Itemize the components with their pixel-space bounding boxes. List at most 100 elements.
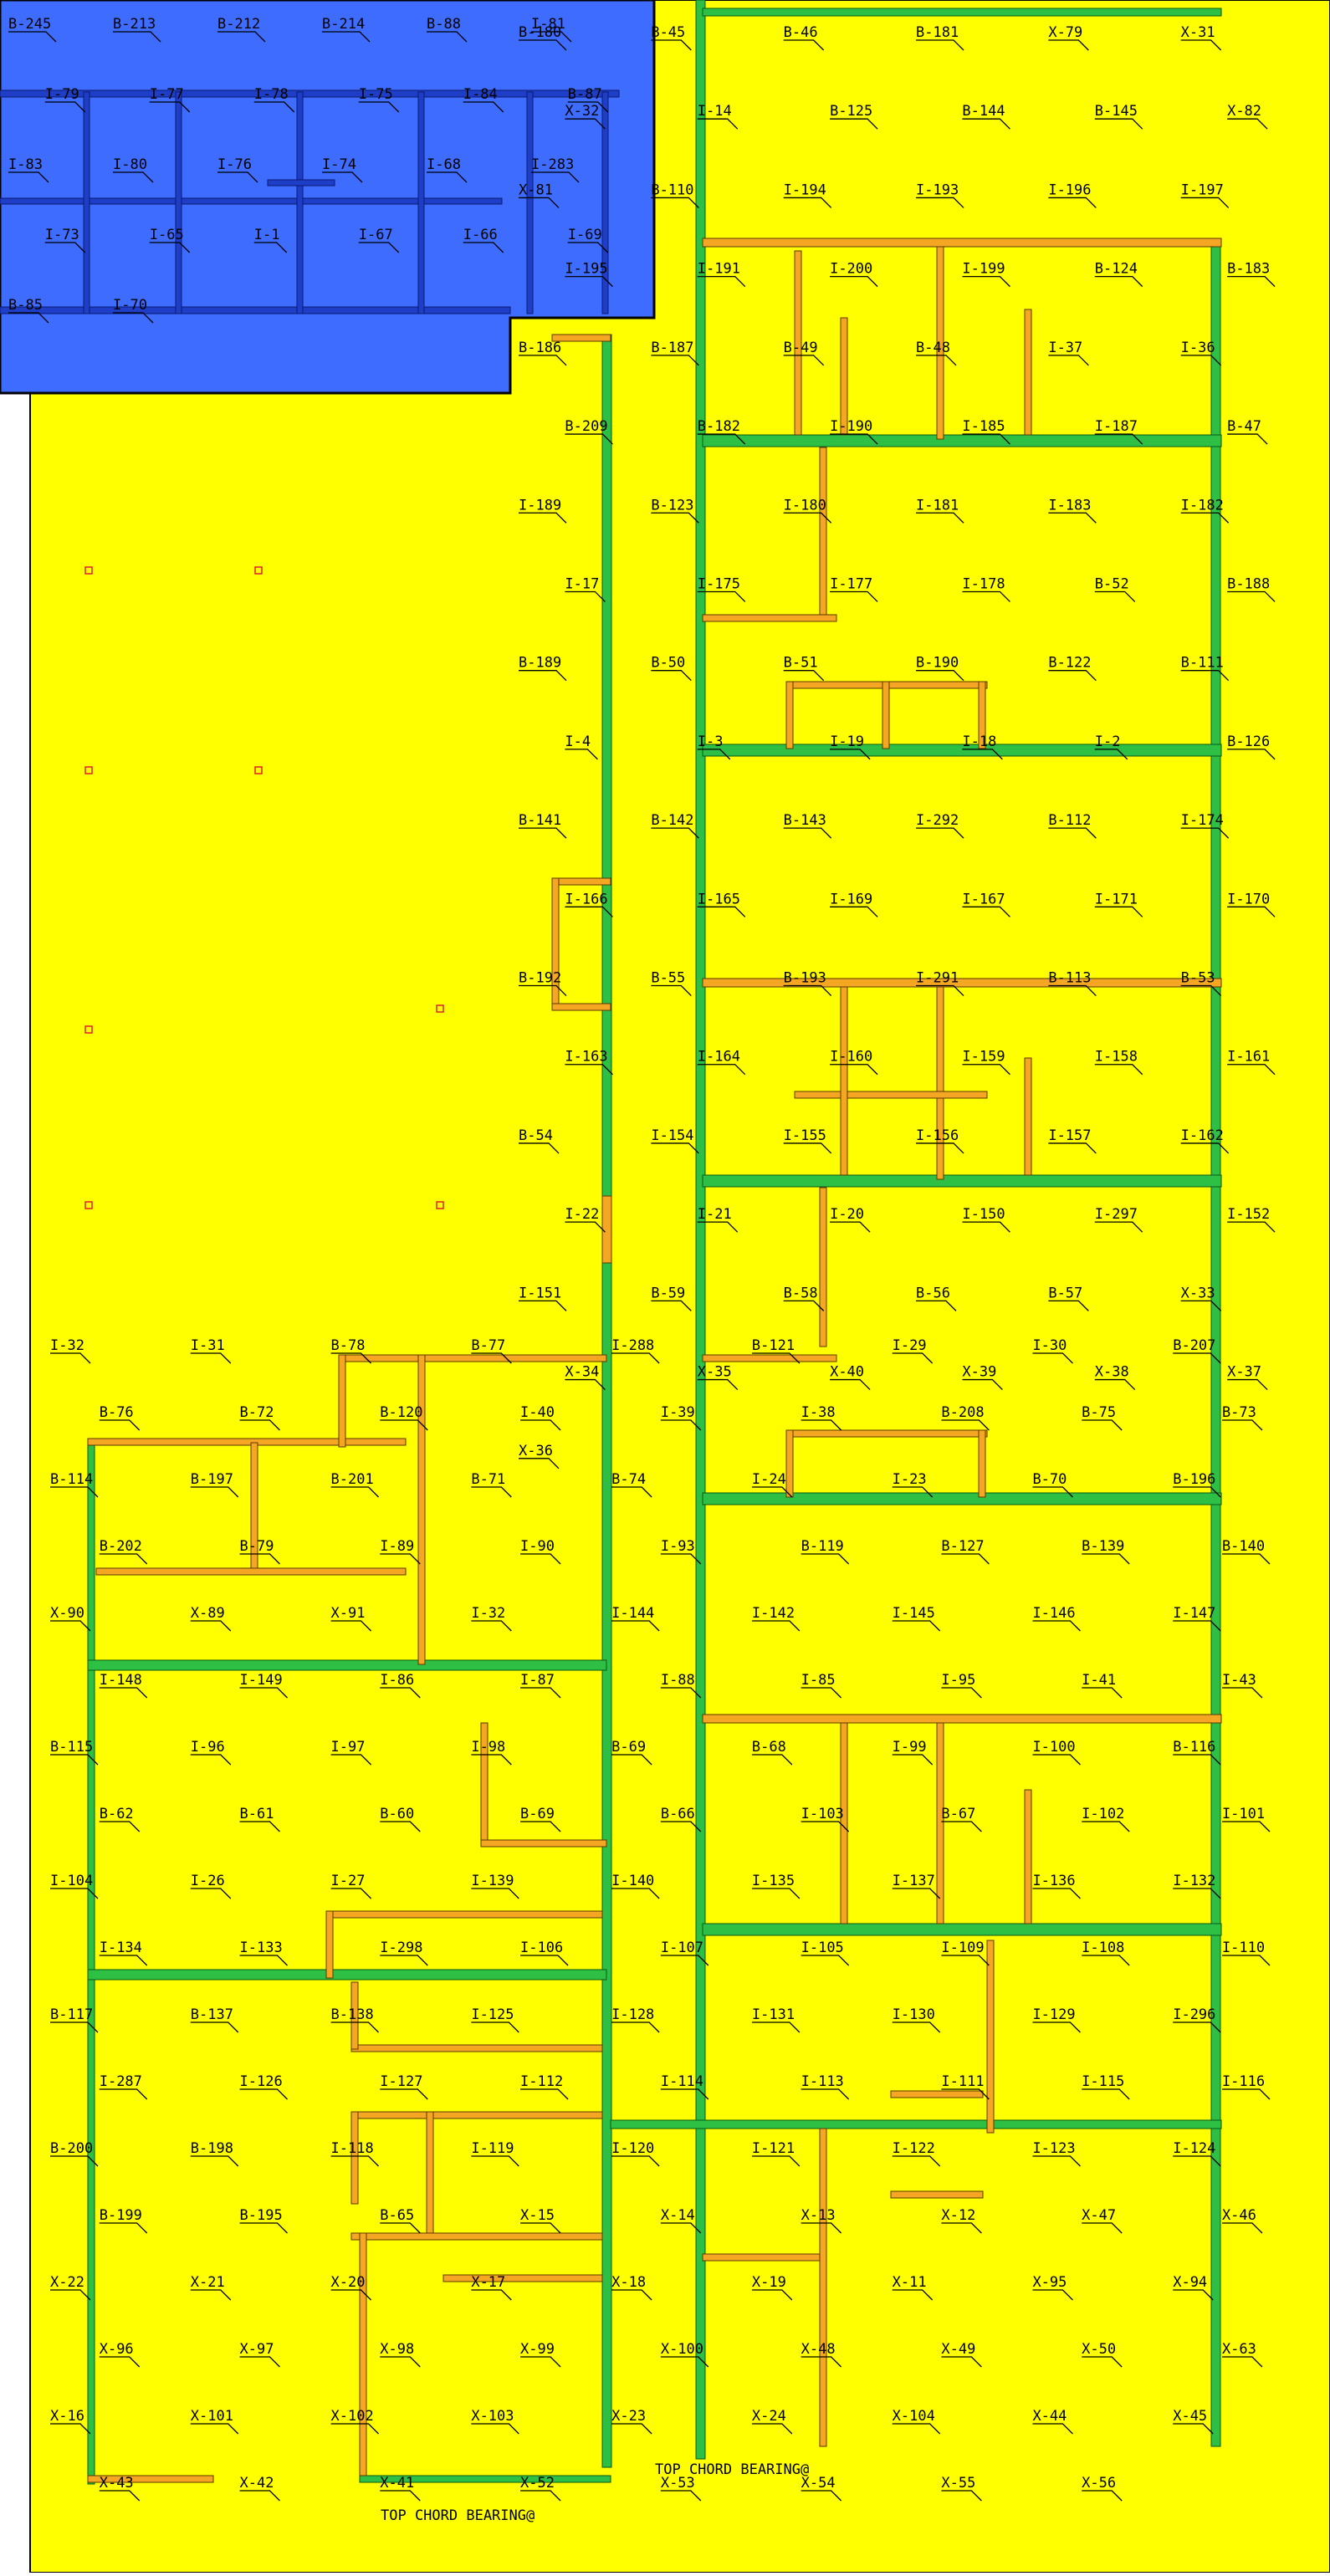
callout-leader [611,2289,652,2301]
member-label: B-208 [941,1404,984,1421]
beam [819,2128,827,2447]
member-label: X-36 [519,1443,553,1459]
callout-leader [239,2222,288,2234]
callout-leader [611,2155,660,2167]
member-label: X-14 [661,2207,695,2224]
callout-leader [190,1888,232,1899]
member-label: B-137 [191,2006,233,2023]
callout-leader [1227,1221,1276,1233]
beam [359,2232,367,2476]
callout-leader [830,275,878,288]
callout-leader [1221,1553,1271,1565]
beam [551,877,560,1004]
member-label: X-38 [1095,1364,1129,1381]
callout-leader [651,670,692,682]
member-label: I-152 [1227,1206,1270,1223]
callout-leader [916,1142,964,1154]
member-label: I-149 [240,1672,283,1689]
callout-leader [1032,1888,1081,1899]
callout-leader [99,1955,148,1966]
blue-beam [175,91,182,314]
beam [986,1940,995,2134]
callout-leader [611,2021,660,2033]
member-label: I-150 [962,1206,1005,1223]
callout-leader [1032,2155,1081,2167]
callout-leader [830,1378,871,1391]
beam [785,1429,988,1438]
plan-note: TOP CHORD BEARING@ [381,2507,535,2524]
member-label: I-162 [1181,1127,1224,1144]
member-label: I-114 [661,2073,703,2090]
callout-leader [565,749,598,760]
member-label: I-116 [1222,2073,1265,2090]
member-label: I-178 [962,575,1005,592]
beam [480,1839,607,1848]
callout-leader [697,275,746,288]
beam [978,681,986,749]
member-label: X-15 [520,2207,555,2224]
member-label: I-157 [1048,1127,1091,1144]
girder [702,1492,1222,1505]
callout-leader [358,242,400,253]
member-label: I-4 [565,733,591,750]
callout-leader [962,118,1010,130]
callout-leader [941,1955,990,1966]
member-label: I-102 [1082,1806,1124,1822]
callout-leader [1227,118,1268,130]
callout-leader [567,101,609,113]
callout-leader [1227,433,1268,445]
member-label: B-113 [1048,970,1091,987]
member-label: I-101 [1222,1806,1265,1822]
callout-leader [697,906,746,917]
girder [702,434,1222,447]
callout-leader [651,1142,699,1154]
member-label: X-63 [1222,2341,1256,2358]
callout-leader [471,2423,519,2435]
member-label: B-71 [471,1471,505,1488]
callout-leader [1094,433,1143,445]
callout-leader [660,1955,709,1966]
member-label: I-182 [1181,497,1224,514]
member-label: I-200 [830,261,872,278]
member-label: B-54 [519,1127,553,1144]
member-label: I-112 [520,2073,563,2090]
member-label: I-130 [893,2006,935,2023]
callout-leader [1094,1378,1136,1391]
member-label: I-85 [801,1672,836,1689]
callout-leader [830,749,871,760]
callout-leader [380,2088,428,2100]
member-label: I-75 [359,86,393,103]
callout-leader [1227,1378,1268,1391]
member-label: I-26 [191,1873,225,1889]
callout-leader [471,1754,512,1766]
callout-leader [519,1300,567,1311]
callout-leader [1082,2490,1123,2502]
callout-leader [962,749,1003,760]
beam [882,681,890,749]
member-label: I-32 [471,1605,505,1622]
member-label: X-34 [565,1364,599,1381]
member-label: B-59 [651,1285,685,1301]
callout-leader [520,2222,561,2234]
column-marker [436,1201,444,1209]
callout-leader [1173,1352,1221,1364]
callout-leader [941,1821,982,1832]
callout-leader [253,101,295,113]
member-label: I-96 [191,1739,225,1756]
callout-leader [916,1300,957,1311]
member-label: I-154 [651,1127,693,1144]
callout-leader [660,1419,702,1431]
callout-leader [697,590,746,602]
member-label: I-132 [1173,1873,1215,1889]
blue-beam [526,91,534,314]
member-label: I-78 [254,86,289,103]
callout-leader [916,984,964,996]
callout-leader [217,171,258,183]
callout-leader [1173,1888,1221,1899]
beam [417,1354,426,1665]
callout-leader [99,1821,141,1832]
callout-leader [1227,275,1276,288]
column-markers [84,566,444,1209]
member-label: B-70 [1032,1471,1067,1488]
callout-leader [1094,906,1143,917]
